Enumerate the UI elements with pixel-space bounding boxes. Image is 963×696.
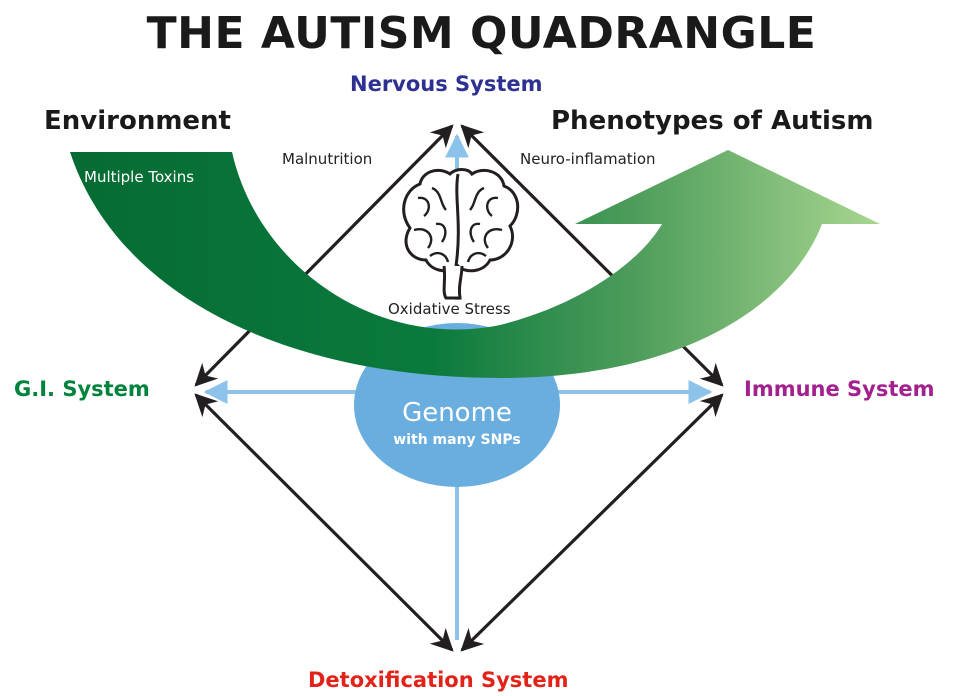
node-label-immune-system: Immune System (744, 377, 935, 401)
brain-icon (404, 170, 518, 299)
corner-label-environment: Environment (44, 106, 231, 136)
corner-label-phenotypes: Phenotypes of Autism (551, 106, 874, 136)
edge-label-malnutrition: Malnutrition (282, 150, 372, 168)
edge-label-oxidative-stress: Oxidative Stress (388, 300, 511, 318)
node-label-nervous-system: Nervous System (350, 72, 543, 96)
node-label-detoxification-system: Detoxification System (308, 668, 568, 692)
edge-label-neuro-inflamation: Neuro-inflamation (520, 150, 656, 168)
genome-subtitle: with many SNPs (357, 432, 557, 448)
arrow-label-multiple-toxins: Multiple Toxins (84, 168, 194, 186)
node-label-gi-system: G.I. System (14, 377, 150, 401)
page-title: THE AUTISM QUADRANGLE (0, 8, 963, 59)
genome-title: Genome (357, 398, 557, 428)
